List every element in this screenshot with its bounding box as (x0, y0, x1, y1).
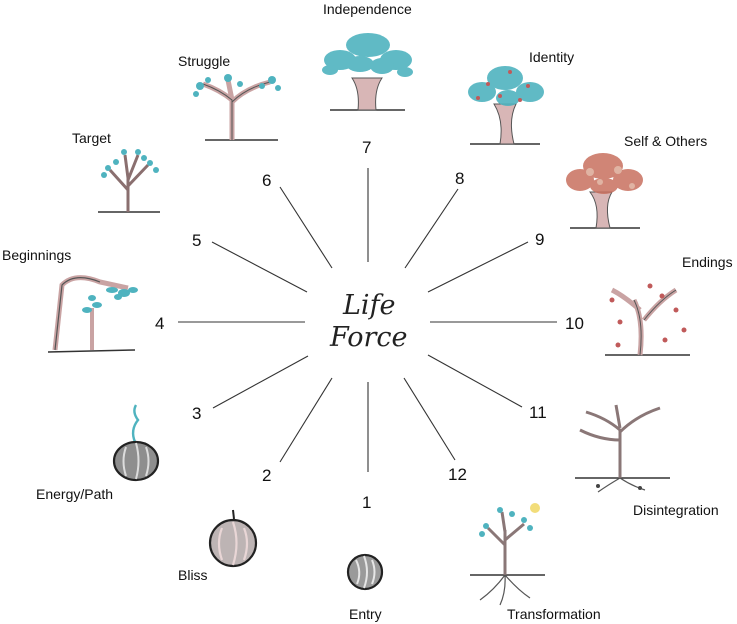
young-tree-icon (98, 149, 160, 213)
autumn-tree-icon (566, 153, 643, 229)
stage-label-endings: Endings (682, 254, 733, 270)
sapling-icon (47, 275, 138, 353)
center-title-line2: Force (329, 322, 408, 353)
stage-number-1: 1 (362, 493, 371, 512)
spoke-8 (404, 188, 459, 269)
spoke-6 (279, 186, 333, 269)
rooted-tree-icon (470, 503, 545, 606)
stage-label-entry: Entry (349, 606, 382, 622)
sprouting-seed-icon (112, 404, 160, 482)
seed-ball-icon (346, 553, 384, 591)
leaf-falling-tree-icon (605, 283, 690, 356)
full-tree-icon (322, 33, 413, 111)
stage-label-identity: Identity (529, 49, 574, 65)
stage-number-12: 12 (448, 465, 467, 484)
spoke-3 (212, 355, 309, 409)
stage-label-self-others: Self & Others (624, 133, 707, 149)
spokes (178, 168, 557, 472)
stage-number-8: 8 (455, 169, 464, 188)
stage-label-energy-path: Energy/Path (36, 486, 113, 502)
stage-number-4: 4 (155, 314, 164, 333)
spoke-9 (427, 241, 529, 293)
bare-tree-icon (575, 404, 670, 493)
stage-label-bliss: Bliss (178, 567, 208, 583)
stage-number-5: 5 (192, 231, 201, 250)
stage-label-struggle: Struggle (178, 53, 230, 69)
branching-tree-icon (193, 74, 281, 141)
stage-label-independence: Independence (323, 1, 412, 17)
flowering-tree-icon (468, 66, 544, 145)
stage-number-2: 2 (262, 466, 271, 485)
stage-label-disintegration: Disintegration (633, 502, 719, 518)
stage-number-7: 7 (362, 138, 371, 157)
stage-illustrations (47, 33, 690, 606)
stage-number-6: 6 (262, 171, 271, 190)
center-title-line1: Life (342, 290, 396, 321)
seed-pod-icon (208, 509, 258, 568)
stage-label-beginnings: Beginnings (2, 247, 71, 263)
stage-numbers: 1 2 3 4 5 6 7 8 9 10 11 12 (155, 138, 584, 512)
stage-label-transformation: Transformation (507, 606, 601, 622)
spoke-5 (211, 241, 308, 293)
stage-number-11: 11 (529, 403, 547, 422)
spoke-12 (403, 377, 456, 461)
stage-label-target: Target (72, 130, 111, 146)
stage-number-10: 10 (565, 314, 584, 333)
stage-number-3: 3 (192, 404, 201, 423)
spoke-2 (279, 377, 333, 463)
spoke-11 (427, 354, 523, 408)
stage-number-9: 9 (535, 230, 544, 249)
